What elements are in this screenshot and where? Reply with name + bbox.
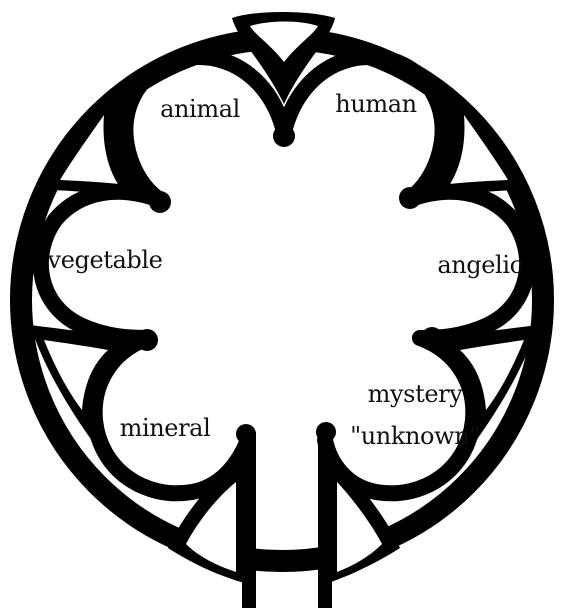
lobe-label-mystery-line2: "unknown"	[350, 422, 480, 450]
lobe-label-mineral: mineral	[120, 414, 211, 442]
lobe-label-animal: animal	[160, 95, 240, 123]
stem	[242, 430, 332, 608]
stem-left-post	[242, 432, 256, 608]
lobe-label-vegetable: vegetable	[47, 246, 163, 274]
cusp-upper-right	[399, 187, 421, 209]
cusp-top	[273, 125, 295, 147]
stem-right-post	[318, 430, 332, 608]
cusp-mid-right	[421, 327, 443, 349]
cusp-upper-left	[149, 191, 171, 213]
lobe-label-human: human	[335, 90, 416, 118]
cusp-mid-left	[136, 329, 158, 351]
lobe-label-angelic: angelic	[437, 251, 522, 279]
lobe-label-mystery: mystery	[368, 380, 464, 408]
